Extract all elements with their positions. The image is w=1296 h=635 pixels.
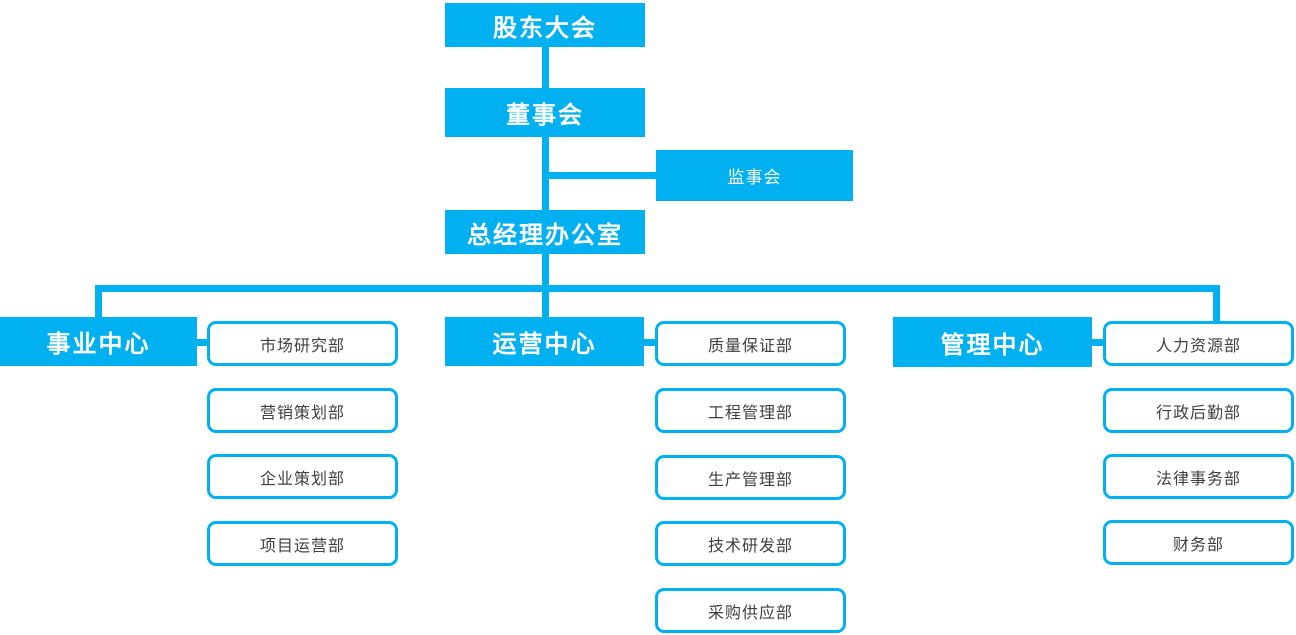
connector-operations-center-dept bbox=[643, 339, 656, 346]
node-business-center: 事业中心 bbox=[0, 317, 197, 366]
connector-left-elbow bbox=[95, 285, 102, 317]
connector-business-center-dept bbox=[196, 339, 208, 346]
connector-right-elbow bbox=[1213, 285, 1220, 321]
dept-production-management: 生产管理部 bbox=[655, 455, 846, 500]
dept-admin-logistics: 行政后勤部 bbox=[1103, 388, 1294, 433]
node-supervisory-board: 监事会 bbox=[656, 150, 853, 201]
connector-shareholders-board bbox=[542, 47, 549, 88]
connector-supervisory-branch bbox=[545, 172, 657, 179]
dept-procurement-supply: 采购供应部 bbox=[655, 588, 846, 633]
node-management-center: 管理中心 bbox=[893, 317, 1092, 367]
dept-quality-assurance: 质量保证部 bbox=[655, 321, 846, 366]
dept-legal-affairs: 法律事务部 bbox=[1103, 454, 1294, 499]
dept-engineering-management: 工程管理部 bbox=[655, 388, 846, 433]
dept-human-resources: 人力资源部 bbox=[1103, 321, 1294, 366]
node-gm-office: 总经理办公室 bbox=[445, 210, 645, 254]
connector-management-center-dept bbox=[1091, 339, 1104, 346]
node-operations-center: 运营中心 bbox=[445, 317, 644, 366]
dept-market-research: 市场研究部 bbox=[207, 321, 398, 366]
dept-enterprise-planning: 企业策划部 bbox=[207, 454, 398, 499]
node-board-of-directors: 董事会 bbox=[445, 88, 645, 137]
dept-technology-rd: 技术研发部 bbox=[655, 521, 846, 566]
node-shareholders-meeting: 股东大会 bbox=[445, 3, 645, 47]
connector-main-horizontal bbox=[95, 285, 1220, 292]
dept-finance: 财务部 bbox=[1103, 520, 1294, 565]
dept-marketing-planning: 营销策划部 bbox=[207, 388, 398, 433]
dept-project-operations: 项目运营部 bbox=[207, 521, 398, 566]
